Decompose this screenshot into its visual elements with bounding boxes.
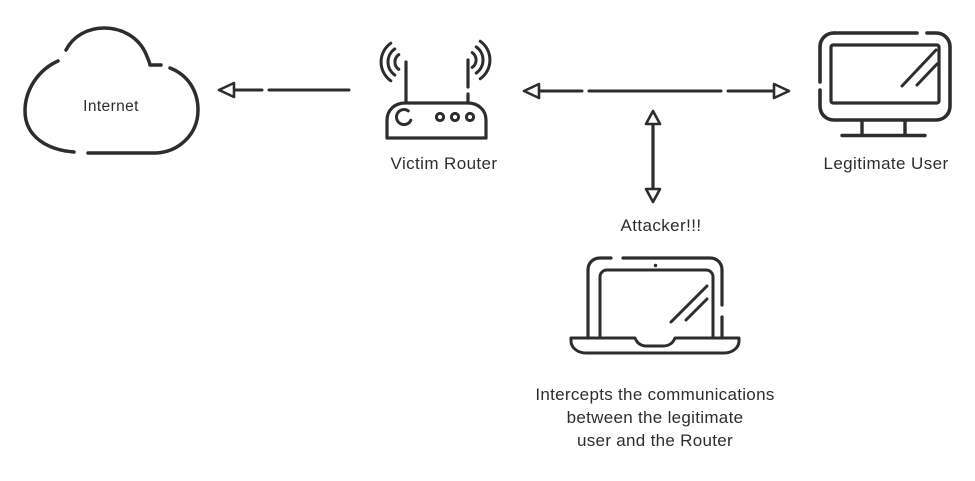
monitor-frame	[818, 31, 952, 122]
laptop-lid	[621, 256, 724, 307]
cloud-top-segment	[64, 26, 163, 67]
monitor-stand	[840, 120, 927, 138]
victim-router-label: Victim Router	[390, 154, 498, 173]
legitimate-user-label: Legitimate User	[823, 154, 949, 173]
arrow-attacker-link	[644, 109, 662, 204]
router-led	[464, 111, 476, 123]
arrowhead-left	[522, 82, 541, 100]
arrowhead-left	[217, 81, 236, 99]
wifi-waves-right-icon	[470, 39, 492, 81]
arrowhead-right	[772, 82, 791, 100]
screen-glare	[900, 48, 939, 88]
screen-glare	[669, 284, 709, 324]
monitor-screen	[829, 43, 941, 105]
attacker-caption-line: user and the Router	[577, 431, 733, 450]
router-power-light	[395, 108, 413, 127]
attacker-caption-line: between the legitimate	[566, 408, 744, 427]
laptop-base	[569, 336, 741, 355]
attacker-caption-line: Intercepts the communications	[535, 385, 775, 404]
laptop-screen	[598, 268, 715, 340]
laptop-lid	[586, 256, 613, 340]
monitor-frame	[818, 31, 836, 84]
cloud-icon	[23, 26, 200, 155]
router-led	[449, 111, 461, 123]
attacker-caption: Intercepts the communications between th…	[535, 383, 774, 452]
laptop-icon	[569, 256, 741, 355]
wifi-waves-left-icon	[379, 41, 401, 83]
arrowhead-down	[644, 187, 662, 204]
router-icon	[379, 39, 492, 140]
arrow-router-user	[522, 82, 791, 100]
attacker-label: Attacker!!!	[620, 216, 702, 235]
cloud-right-segment	[86, 66, 200, 155]
arrow-router-to-internet	[217, 81, 351, 99]
router-led	[434, 111, 446, 123]
cloud-left-segment	[23, 59, 76, 154]
arrowhead-up	[644, 109, 662, 126]
internet-label: Internet	[83, 98, 139, 115]
laptop-camera	[653, 263, 658, 268]
monitor-icon	[818, 31, 952, 138]
